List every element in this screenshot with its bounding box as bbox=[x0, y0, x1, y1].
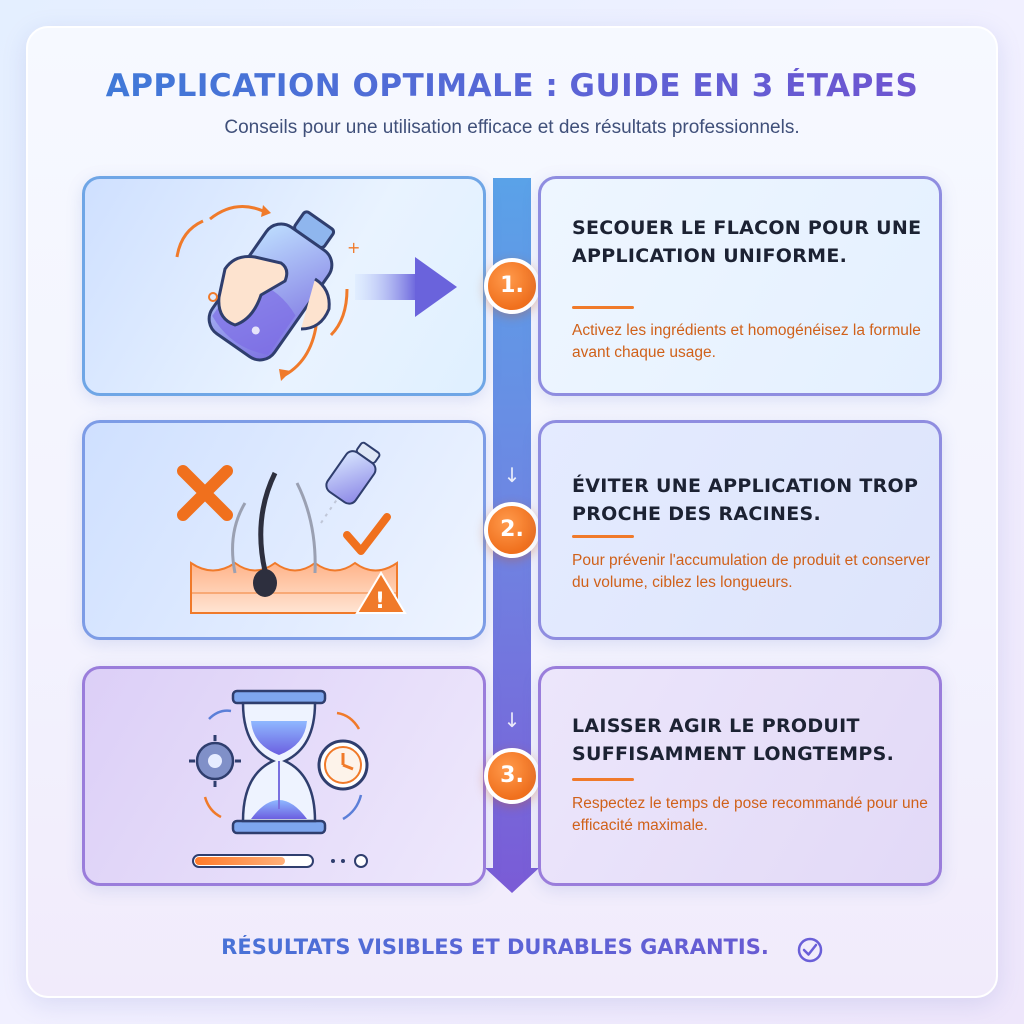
svg-text:!: ! bbox=[375, 589, 385, 614]
down-arrow-icon: ↓ bbox=[503, 463, 521, 487]
down-arrow-icon: ↓ bbox=[503, 708, 521, 732]
step-3-text-card bbox=[538, 666, 942, 886]
step-number-badge: 3. bbox=[484, 748, 540, 804]
hourglass-timer-icon bbox=[189, 689, 369, 868]
step-1-text-card bbox=[538, 176, 942, 396]
step-3: 3. LAISSER AGIR LE PRODUIT SUFFISAMMENT … bbox=[82, 666, 942, 886]
step-title: SECOUER LE FLACON POUR UNE APPLICATION U… bbox=[572, 217, 922, 267]
step-description: Respectez le temps de pose recommandé po… bbox=[572, 795, 928, 834]
divider bbox=[572, 535, 634, 538]
step-number-badge: 1. bbox=[484, 258, 540, 314]
step-3-illustration-card bbox=[82, 666, 486, 886]
svg-text:+: + bbox=[347, 238, 360, 257]
footer-tagline: RÉSULTATS VISIBLES ET DURABLES GARANTIS. bbox=[0, 935, 1024, 959]
check-circle-icon bbox=[797, 937, 823, 963]
page-title: APPLICATION OPTIMALE : GUIDE EN 3 ÉTAPES bbox=[0, 68, 1024, 104]
step-2: ! 2. ÉVITER UNE APPLICATION TROP PROCHE … bbox=[82, 420, 942, 640]
step-description: Activez les ingrédients et homogénéisez … bbox=[572, 322, 921, 361]
shaking-bottle-icon: + bbox=[175, 205, 457, 381]
divider bbox=[572, 778, 634, 781]
spray-hair-roots-icon: ! bbox=[177, 441, 407, 614]
step-title: ÉVITER UNE APPLICATION TROP PROCHE DES R… bbox=[572, 475, 919, 525]
step-2-illustration-card: ! bbox=[82, 420, 486, 640]
page-subtitle: Conseils pour une utilisation efficace e… bbox=[224, 117, 800, 138]
step-number-badge: 2. bbox=[484, 502, 540, 558]
step-1-illustration-card: + bbox=[82, 176, 486, 396]
step-description: Pour prévenir l'accumulation de produit … bbox=[572, 552, 930, 591]
step-1: + 1. SECOUER LE FLACON POUR UNE APPLICAT… bbox=[82, 176, 942, 396]
step-title: LAISSER AGIR LE PRODUIT SUFFISAMMENT LON… bbox=[572, 715, 895, 765]
divider bbox=[572, 306, 634, 309]
step-2-text-card bbox=[538, 420, 942, 640]
